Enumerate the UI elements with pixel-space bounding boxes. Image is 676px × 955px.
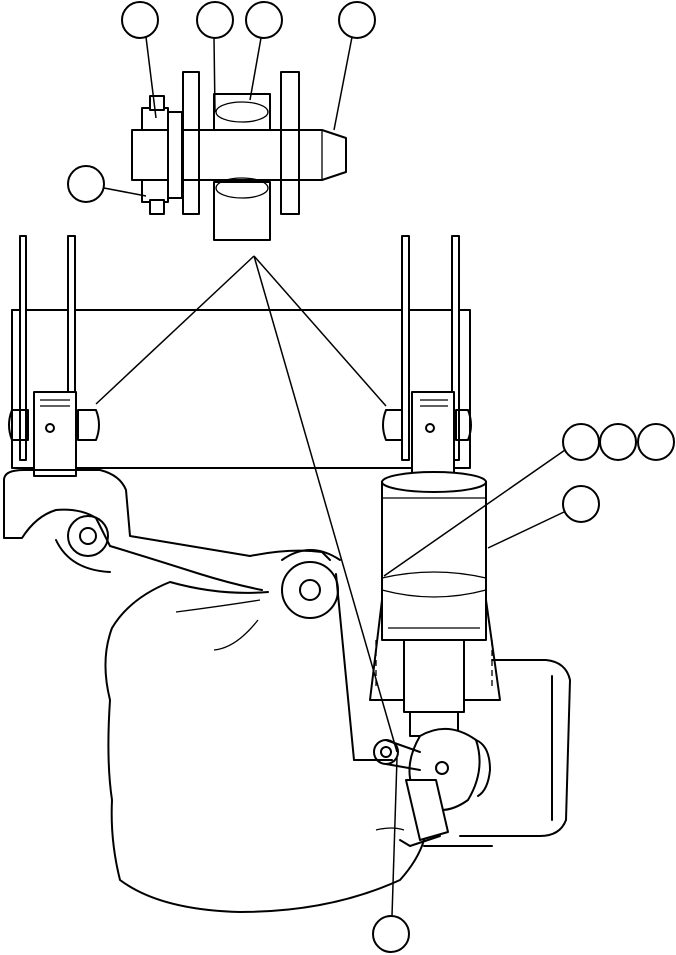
callout-circle	[599, 423, 637, 461]
callout-circle	[338, 1, 376, 39]
detail-leaders	[95, 255, 398, 753]
callout-circle	[67, 165, 105, 203]
callout-group-top	[67, 1, 376, 203]
suspension-assembly	[3, 235, 571, 913]
callout-circle	[562, 485, 600, 523]
callout-circle	[196, 1, 234, 39]
callout-circle	[372, 915, 410, 953]
callout-circle	[121, 1, 159, 39]
callout-circle	[637, 423, 675, 461]
pin-section-detail	[131, 71, 347, 241]
callout-circle	[245, 1, 283, 39]
callout-group-right	[372, 423, 675, 953]
callout-circle	[562, 423, 600, 461]
